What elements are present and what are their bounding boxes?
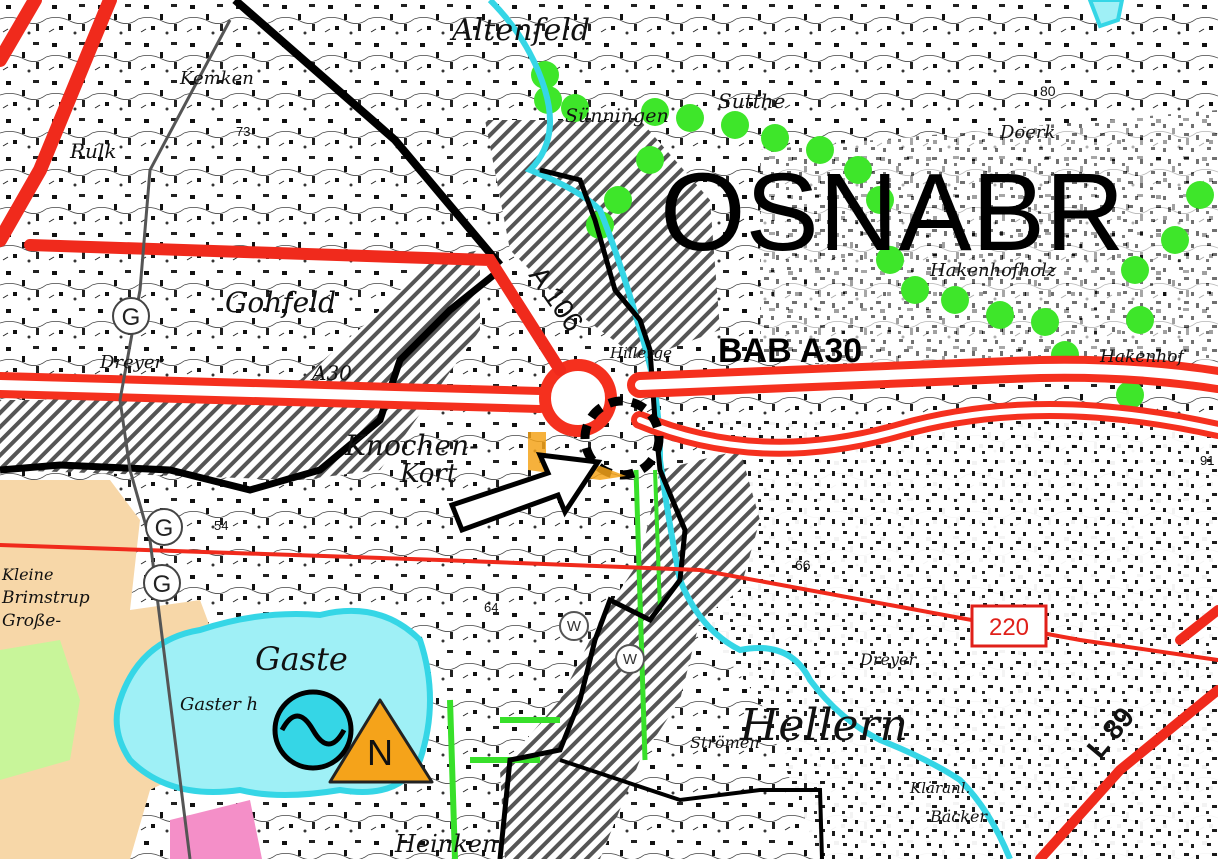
- label-elev-64: 64: [484, 600, 498, 615]
- boundary-line-diagonal: [232, 0, 504, 268]
- label-hellern: Hellern: [739, 700, 908, 751]
- label-kleine: Kleine: [1, 565, 53, 584]
- label-kort: Kort: [399, 459, 458, 489]
- label-grosse: Große-: [2, 611, 61, 631]
- green-dot: [1121, 256, 1149, 284]
- label-kemken: Kemken: [179, 68, 254, 89]
- green-dot: [1126, 306, 1154, 334]
- label-elev-66: 66: [795, 557, 811, 573]
- label-elev-91: 91: [1200, 453, 1214, 468]
- label-knochen: Knochen-: [344, 429, 479, 462]
- label-gasterh: Gaster h: [180, 694, 258, 715]
- boundary-line-south: [559, 758, 824, 859]
- label-brimstrup: Brimstrup: [1, 588, 90, 608]
- boundary-line-east: [497, 167, 688, 859]
- label-doerk: Doerk: [999, 122, 1055, 143]
- green-dot: [761, 124, 789, 152]
- label-baecker: Bäcker: [929, 807, 988, 826]
- green-dot: [806, 136, 834, 164]
- light-green-area: [0, 640, 80, 780]
- green-dot: [676, 104, 704, 132]
- label-hakenhof: Hakenhof: [1099, 347, 1186, 367]
- w-marker-1: W: [559, 611, 589, 641]
- hatched-zone-west: [0, 250, 480, 480]
- motorway-label: BAB A30: [718, 332, 862, 370]
- label-elev-80: 80: [1040, 83, 1056, 99]
- green-dot: [1186, 181, 1214, 209]
- green-dot: [1031, 308, 1059, 336]
- settlement-osnabrueck: [760, 110, 1218, 370]
- label-rulk: Rulk: [69, 139, 116, 163]
- label-sutthe: Sutthe: [718, 89, 785, 113]
- label-hillerge: Hillerge: [609, 344, 672, 362]
- label-elev-73: 73: [236, 124, 250, 139]
- svg-text:W: W: [567, 618, 582, 635]
- label-klaeranl: Kläranl.: [909, 779, 970, 797]
- svg-text:220: 220: [989, 614, 1029, 641]
- g-marker-2: G: [145, 508, 183, 546]
- label-gohfeld: Gohfeld: [225, 286, 336, 319]
- w-marker-2: W: [615, 644, 645, 674]
- green-dot: [1161, 226, 1189, 254]
- river: [487, 0, 1013, 859]
- gray-road: [118, 19, 232, 859]
- water-zone-top-right: [1087, 0, 1125, 29]
- label-elev-54: 54: [214, 518, 228, 533]
- g-marker-1: G: [112, 297, 150, 335]
- pink-area: [170, 800, 262, 859]
- motorway-a30: [0, 355, 1218, 457]
- motorway-interchange: [539, 359, 617, 437]
- svg-text:G: G: [122, 304, 141, 331]
- green-dot: [1116, 381, 1144, 409]
- green-corridor-south: [447, 699, 560, 859]
- warning-triangle-icon: N: [328, 698, 434, 784]
- green-dot: [901, 276, 929, 304]
- boundary-line-west: [0, 267, 503, 494]
- city-label: OSNABR: [660, 151, 1125, 274]
- svg-text:G: G: [155, 515, 174, 542]
- label-sunningen: Sünningen: [565, 105, 669, 127]
- green-dot: [986, 301, 1014, 329]
- label-dreyer-east: Dreyer: [859, 650, 917, 669]
- svg-text:W: W: [623, 651, 638, 668]
- g-marker-3: G: [143, 564, 181, 602]
- green-dot: [866, 186, 894, 214]
- green-corridor-line-2: [653, 469, 662, 611]
- label-dreyer-west: Dreyer: [99, 352, 165, 373]
- green-dot: [721, 111, 749, 139]
- label-gaste: Gaste: [255, 640, 348, 678]
- svg-text:G: G: [153, 571, 172, 598]
- label-road-a30: A30: [310, 361, 352, 385]
- nuclear-label: N: [367, 732, 393, 773]
- green-dot: [844, 156, 872, 184]
- route-shield-220: 220: [970, 604, 1048, 648]
- arrow-icon: [448, 451, 603, 534]
- green-dot: [876, 246, 904, 274]
- settlement-hellern: [680, 420, 1218, 859]
- label-altenfeld: Altenfeld: [449, 13, 590, 48]
- sine-wave-icon: [272, 689, 354, 771]
- label-hakenhofholz: Hakenhofholz: [929, 260, 1057, 281]
- green-dot: [641, 98, 669, 126]
- green-dot: [604, 186, 632, 214]
- green-dot: [941, 286, 969, 314]
- green-dot: [561, 94, 589, 122]
- green-dot: [636, 146, 664, 174]
- label-heinken: Heinken: [394, 830, 497, 858]
- label-stroemen: Strömen: [690, 733, 760, 752]
